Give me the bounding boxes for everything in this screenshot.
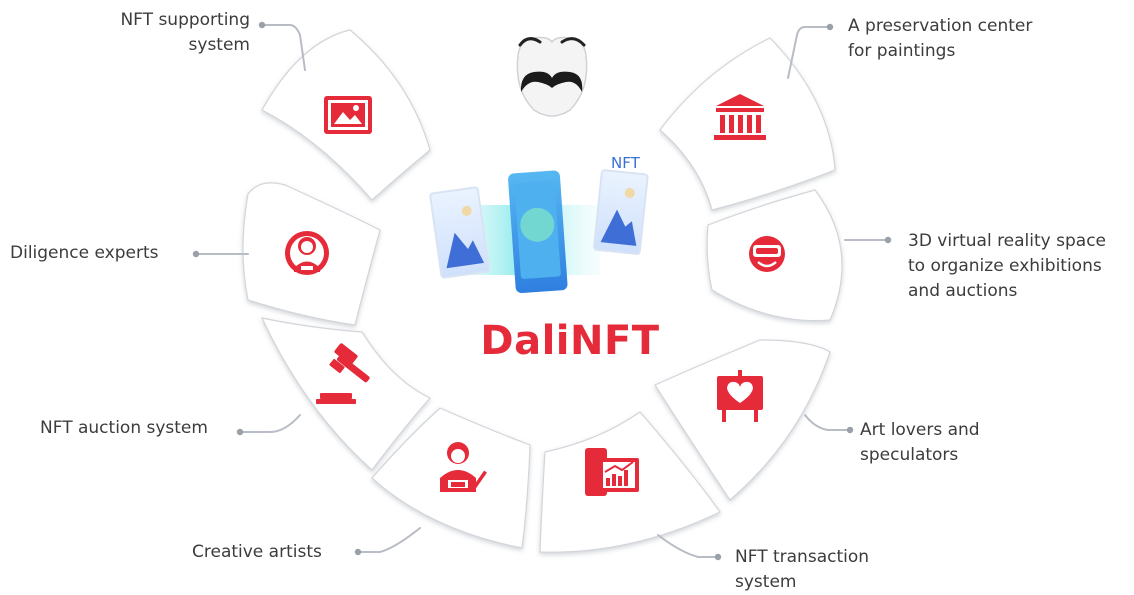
vr-headset-icon xyxy=(749,236,785,272)
gavel-icon xyxy=(316,343,370,404)
connectors xyxy=(195,24,889,558)
label-auction: NFT auction system xyxy=(40,418,208,438)
easel-heart-icon xyxy=(717,370,763,422)
icons xyxy=(285,94,785,496)
connector-transaction xyxy=(657,534,719,558)
connector-art-lovers xyxy=(804,414,851,431)
connector-dots xyxy=(192,21,892,561)
expert-icon xyxy=(285,231,329,275)
petal-art-lovers xyxy=(654,339,831,501)
dali-mask-icon xyxy=(516,36,588,117)
center-title: DaliNFT xyxy=(480,318,660,364)
label-creative: Creative artists xyxy=(192,542,322,562)
trading-chart-icon xyxy=(585,448,639,496)
connector-preservation xyxy=(787,26,831,79)
label-transaction: NFT transaction system xyxy=(735,547,870,592)
phone-center xyxy=(508,170,568,294)
connector-nft-supporting xyxy=(261,24,306,71)
frame-right xyxy=(593,169,649,255)
label-vr-space: 3D virtual reality space to organize exh… xyxy=(908,231,1107,301)
nft-badge: NFT xyxy=(611,154,640,172)
label-diligence: Diligence experts xyxy=(10,243,159,263)
nft-illustration xyxy=(429,169,649,294)
picture-icon xyxy=(324,96,372,134)
artist-icon xyxy=(440,442,487,492)
frame-left xyxy=(429,186,490,279)
connector-auction xyxy=(239,414,301,433)
label-preservation: A preservation center for paintings xyxy=(848,16,1033,61)
label-art-lovers: Art lovers and speculators xyxy=(860,420,980,465)
label-nft-supporting: NFT supporting system xyxy=(120,10,250,55)
connector-creative xyxy=(357,527,421,553)
museum-icon xyxy=(714,94,766,140)
